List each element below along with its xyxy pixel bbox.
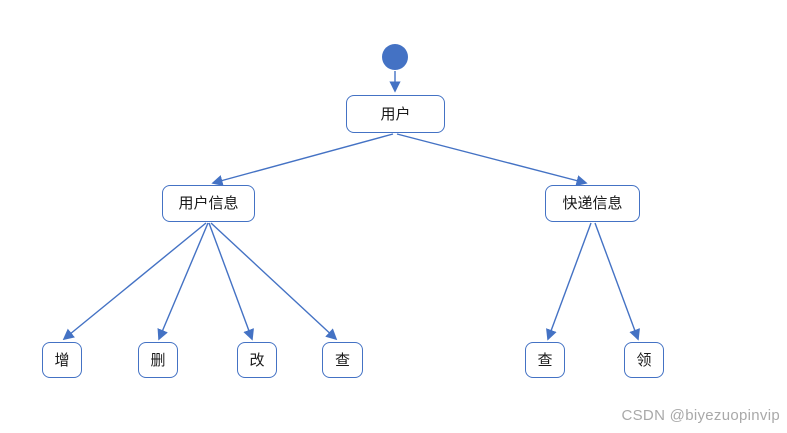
- initial-node: [382, 44, 408, 70]
- node-user-info-label: 用户信息: [178, 194, 239, 212]
- node-query-user-label: 查: [334, 350, 350, 369]
- node-user-info: 用户信息: [162, 185, 255, 222]
- node-delete: 删: [138, 342, 178, 378]
- node-user-label: 用户: [380, 104, 411, 123]
- node-add: 增: [42, 342, 82, 378]
- edge-expressinfo-receive: [594, 222, 640, 341]
- node-receive: 领: [624, 342, 664, 378]
- node-query-express-label: 查: [537, 350, 553, 369]
- watermark: CSDN @biyezuopinvip: [621, 407, 780, 424]
- edge-expressinfo-query: [546, 222, 592, 341]
- node-receive-label: 领: [636, 350, 652, 369]
- node-delete-label: 删: [150, 350, 166, 369]
- node-user: 用户: [346, 95, 445, 133]
- node-modify: 改: [237, 342, 277, 378]
- edge-userinfo-query: [210, 222, 338, 341]
- edge-user-expressinfo: [396, 133, 588, 187]
- node-add-label: 增: [54, 350, 70, 369]
- edge-userinfo-modify: [208, 222, 254, 341]
- edge-userinfo-add: [62, 222, 207, 341]
- node-express-info: 快递信息: [545, 185, 640, 222]
- node-query-express: 查: [525, 342, 565, 378]
- edge-userinfo-delete: [157, 222, 209, 341]
- node-modify-label: 改: [249, 350, 265, 369]
- edge-user-userinfo: [211, 133, 394, 186]
- node-express-info-label: 快递信息: [562, 194, 623, 212]
- node-query-user: 查: [322, 342, 363, 378]
